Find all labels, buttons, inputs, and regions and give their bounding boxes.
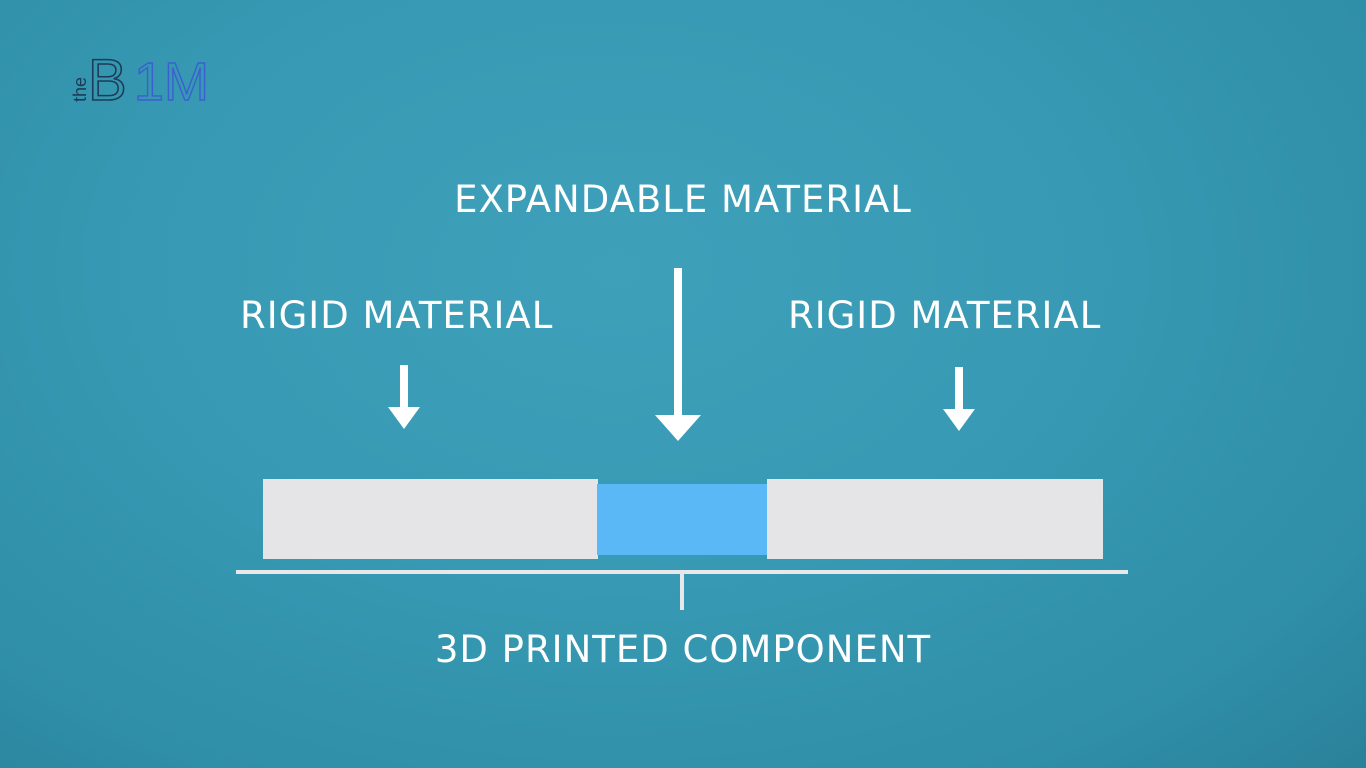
rigid-block-right <box>767 479 1103 559</box>
arrow-rigid-right <box>943 367 975 431</box>
rigid-block-left <box>263 479 598 559</box>
label-rigid-material-left: RIGID MATERIAL <box>240 294 554 337</box>
arrow-expandable <box>655 268 701 441</box>
logo-accent-text: 1M <box>134 52 209 104</box>
expandable-block <box>597 484 767 555</box>
component-bracket-tick <box>680 574 684 610</box>
arrow-rigid-left <box>388 365 420 429</box>
logo-small-text: the <box>70 77 90 102</box>
brand-logo: the B 1M <box>70 48 210 104</box>
logo-main-letter: B <box>88 48 127 104</box>
label-rigid-material-right: RIGID MATERIAL <box>788 294 1102 337</box>
component-bracket-line <box>236 570 1128 574</box>
label-expandable-material: EXPANDABLE MATERIAL <box>454 178 912 221</box>
label-3d-printed-component: 3D PRINTED COMPONENT <box>434 628 932 671</box>
